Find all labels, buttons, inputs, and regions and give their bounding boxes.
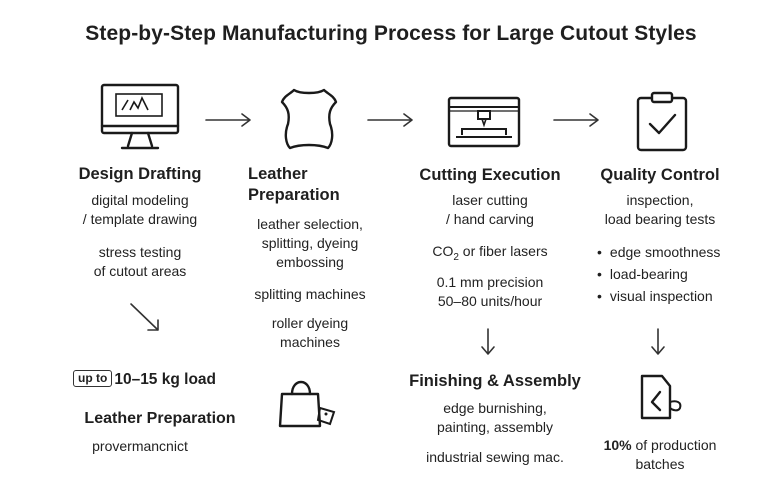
up-to-badge: up to (73, 370, 113, 387)
cutting-heading: Cutting Execution (419, 166, 561, 184)
leather-hide-icon (278, 84, 340, 154)
arrow-right-2 (367, 113, 413, 127)
finishing-heading: Finishing & Assembly (409, 372, 581, 390)
quality-bullets: edge smoothness load-bearing visual insp… (597, 241, 721, 307)
quality-text-2: load bearing tests (604, 211, 716, 227)
load-text: 10–15 kg load (114, 371, 216, 388)
design-text-4: of cutout areas (93, 263, 187, 279)
leather-heading-1: Leather (248, 165, 308, 183)
arrow-down-1 (481, 328, 495, 355)
arrow-right-3 (553, 113, 599, 127)
bottom-left-heading: Leather Preparation (84, 410, 236, 427)
leather-text-5: roller dyeing (271, 315, 349, 331)
bottom-left-text: provermancnict (92, 438, 188, 454)
cutting-text-5: 50–80 units/hour (437, 293, 543, 309)
arrow-right-1 (205, 113, 251, 127)
production-text-2: batches (635, 456, 685, 472)
finishing-text-1: edge burnishing, (443, 400, 547, 416)
leather-text-3: embossing (276, 254, 344, 270)
tag-icon (636, 372, 686, 424)
cutting-text-4: 0.1 mm precision (436, 274, 544, 290)
finishing-text-3: industrial sewing mac. (426, 449, 564, 465)
leather-heading-2: Preparation (248, 186, 340, 204)
arrow-down-2 (651, 328, 665, 355)
design-text-1: digital modeling (91, 192, 189, 208)
laser-cutter-icon (446, 95, 522, 151)
cutting-text-co2: CO2 or fiber lasers (432, 243, 548, 263)
quality-bullet-2: load-bearing (597, 263, 720, 285)
quality-bullet-1: edge smoothness (597, 241, 721, 263)
design-text-2: / template drawing (82, 211, 198, 227)
leather-text-6: machines (280, 334, 340, 350)
quality-bullet-3: visual inspection (597, 285, 720, 307)
monitor-icon (98, 82, 182, 152)
leather-text-2: splitting, dyeing (261, 235, 359, 251)
clipboard-check-icon (634, 90, 690, 152)
design-heading: Design Drafting (78, 165, 202, 183)
finishing-text-2: painting, assembly (437, 419, 553, 435)
design-text-3: stress testing (98, 244, 182, 260)
quality-heading: Quality Control (600, 166, 720, 184)
leather-text-1: leather selection, (257, 216, 363, 232)
cutting-text-1: laser cutting (452, 192, 528, 208)
page-title: Step-by-Step Manufacturing Process for L… (85, 22, 697, 45)
arrow-diagonal (130, 303, 159, 331)
quality-text-1: inspection, (626, 192, 694, 208)
cutting-text-2: / hand carving (446, 211, 534, 227)
leather-text-4: splitting machines (254, 286, 366, 302)
handbag-icon (276, 372, 340, 432)
production-percent: 10% of production (603, 437, 717, 453)
